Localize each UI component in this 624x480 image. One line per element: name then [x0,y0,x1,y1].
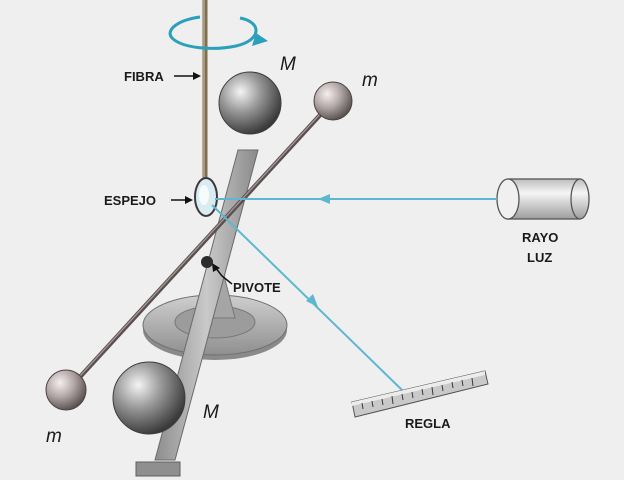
small-sphere-bottom [45,369,87,411]
fibra-label: FIBRA [124,69,164,84]
reflected-ray [211,204,403,391]
luz-label: LUZ [527,250,552,265]
mirror [194,177,218,217]
arrow-right-icon [193,72,201,80]
large-sphere-top [218,71,282,135]
ruler [351,370,489,418]
arrow-left-icon [318,194,330,204]
mass-label-small-top: m [362,70,378,91]
torsion-rod [66,100,334,392]
espejo-label: ESPEJO [104,193,156,208]
pivot [201,256,213,268]
circular-arrow-icon [168,15,268,50]
arrow-up-left-icon [212,263,220,272]
arrow-down-right-icon [306,294,318,307]
light-source [496,178,590,220]
arrow-right-icon [185,196,193,204]
rayo-label: RAYO [522,230,558,245]
small-sphere-top [313,81,353,121]
ruler-ticks [361,377,474,410]
mass-label-large-top: M [280,54,296,75]
pivote-label: PIVOTE [233,280,281,295]
mass-label-small-bottom: m [46,426,62,447]
pivote-pointer [214,266,233,285]
mass-label-large-bottom: M [203,402,219,423]
regla-label: REGLA [405,416,451,431]
large-sphere-bottom [112,361,186,435]
